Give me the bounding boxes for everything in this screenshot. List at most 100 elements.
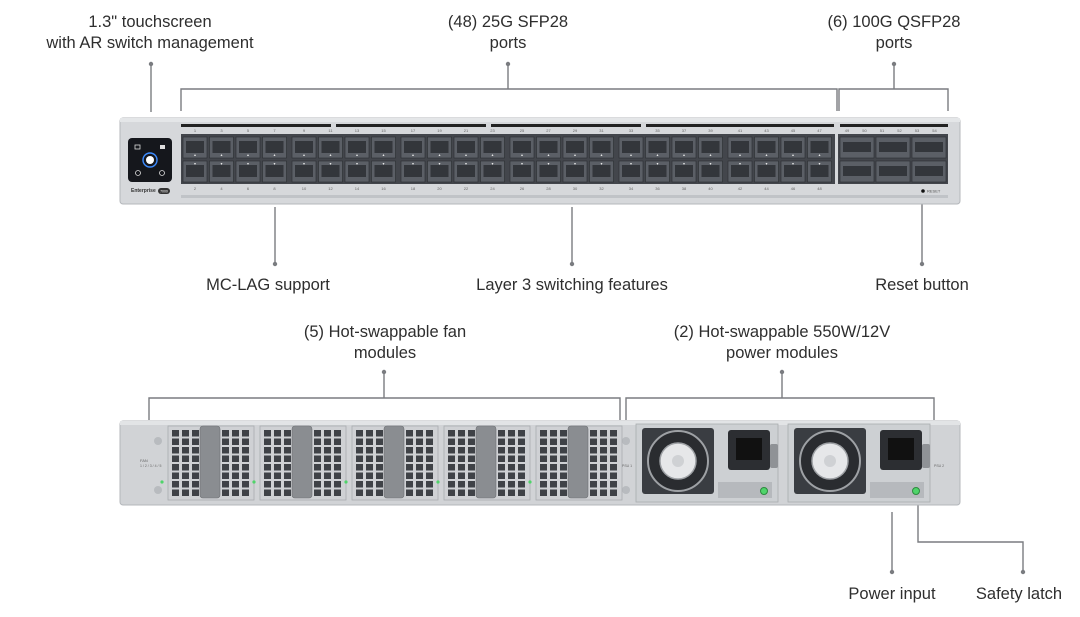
port-number-top: 5 bbox=[247, 128, 250, 133]
safety-latch-callout: Safety latch bbox=[962, 584, 1076, 605]
port-number-bottom: 28 bbox=[546, 186, 551, 191]
sfp28-port[interactable] bbox=[807, 160, 832, 183]
sfp28-port[interactable] bbox=[509, 160, 535, 183]
qsfp28-callout-line1: (6) 100G QSFP28 bbox=[827, 13, 961, 31]
sfp28-port[interactable] bbox=[754, 136, 779, 159]
sfp28-port[interactable] bbox=[645, 160, 670, 183]
brand-label: Enterprise bbox=[131, 188, 156, 194]
sfp28-callout: (48) 25G SFP28 ports bbox=[408, 12, 608, 54]
sfp28-port[interactable] bbox=[698, 136, 723, 159]
sfp28-callout-line1: (48) 25G SFP28 bbox=[447, 13, 569, 31]
sfp28-port[interactable] bbox=[562, 160, 588, 183]
sfp28-port[interactable] bbox=[427, 160, 452, 183]
sfp28-port[interactable] bbox=[780, 136, 806, 159]
sfp28-port[interactable] bbox=[754, 160, 779, 183]
safety-latch[interactable] bbox=[770, 444, 778, 468]
sfp28-port[interactable] bbox=[371, 160, 396, 183]
power-callout-line1: (2) Hot-swappable 550W/12V bbox=[673, 323, 891, 341]
sfp28-port[interactable] bbox=[209, 136, 234, 159]
sfp28-port[interactable] bbox=[453, 160, 479, 183]
sfp28-port[interactable] bbox=[262, 136, 287, 159]
sfp28-port[interactable] bbox=[780, 160, 806, 183]
port-number-bottom: 32 bbox=[599, 186, 604, 191]
qsfp28-port[interactable] bbox=[875, 136, 911, 159]
fan-status-led bbox=[252, 480, 256, 484]
touchscreen[interactable] bbox=[128, 138, 172, 182]
sfp28-port[interactable] bbox=[671, 160, 697, 183]
sfp28-port[interactable] bbox=[807, 136, 832, 159]
sfp28-port[interactable] bbox=[618, 160, 644, 183]
sfp28-port[interactable] bbox=[589, 136, 614, 159]
mclag-callout: MC-LAG support bbox=[168, 275, 368, 296]
sfp28-port[interactable] bbox=[727, 160, 753, 183]
sfp28-port[interactable] bbox=[262, 160, 287, 183]
sfp28-port[interactable] bbox=[645, 136, 670, 159]
sfp28-port[interactable] bbox=[344, 160, 370, 183]
sfp28-port[interactable] bbox=[698, 160, 723, 183]
sfp28-port[interactable] bbox=[536, 160, 561, 183]
port-number-top: 39 bbox=[708, 128, 713, 133]
sfp28-port[interactable] bbox=[182, 160, 208, 183]
port-number-bottom: 6 bbox=[247, 186, 250, 191]
sfp28-port[interactable] bbox=[291, 160, 317, 183]
sfp28-port[interactable] bbox=[536, 136, 561, 159]
fan-module[interactable] bbox=[436, 425, 531, 501]
sfp28-port[interactable] bbox=[235, 136, 261, 159]
power-module[interactable] bbox=[787, 423, 931, 503]
sfp28-port[interactable] bbox=[671, 136, 697, 159]
fan-status-led bbox=[344, 480, 348, 484]
sfp28-port[interactable] bbox=[371, 136, 396, 159]
sfp28-port[interactable] bbox=[480, 160, 505, 183]
sfp28-port[interactable] bbox=[562, 136, 588, 159]
fans-callout-line1: (5) Hot-swappable fan bbox=[303, 323, 467, 341]
power-callout: (2) Hot-swappable 550W/12V power modules bbox=[642, 322, 922, 364]
qsfp28-port[interactable] bbox=[839, 160, 875, 183]
port-number-top: 3 bbox=[220, 128, 223, 133]
sfp28-port[interactable] bbox=[318, 160, 343, 183]
port-number-top: 15 bbox=[381, 128, 386, 133]
sfp28-port[interactable] bbox=[400, 160, 426, 183]
qsfp28-port[interactable] bbox=[911, 160, 947, 183]
fan-module[interactable] bbox=[252, 425, 347, 501]
layer3-callout: Layer 3 switching features bbox=[442, 275, 702, 296]
sfp28-port[interactable] bbox=[235, 160, 261, 183]
sfp28-port[interactable] bbox=[427, 136, 452, 159]
qsfp-port-number: 53 bbox=[915, 128, 920, 133]
power-module[interactable] bbox=[635, 423, 779, 503]
sfp28-port[interactable] bbox=[182, 136, 208, 159]
sfp28-port[interactable] bbox=[318, 136, 343, 159]
sfp28-port[interactable] bbox=[291, 136, 317, 159]
port-number-bottom: 36 bbox=[655, 186, 660, 191]
qsfp28-port[interactable] bbox=[875, 160, 911, 183]
port-number-bottom: 16 bbox=[381, 186, 386, 191]
fan-module[interactable] bbox=[344, 425, 439, 501]
psu2-label: PSU 2 bbox=[934, 464, 944, 468]
qsfp-port-number: 54 bbox=[932, 128, 937, 133]
fans-callout-line2: modules bbox=[353, 344, 417, 362]
fan-module[interactable] bbox=[160, 425, 255, 501]
sfp28-port[interactable] bbox=[209, 160, 234, 183]
sfp28-port[interactable] bbox=[453, 136, 479, 159]
qsfp28-port[interactable] bbox=[911, 136, 947, 159]
qsfp-port-number: 52 bbox=[897, 128, 902, 133]
fan-module[interactable] bbox=[528, 425, 623, 501]
sfp28-port[interactable] bbox=[480, 136, 505, 159]
port-number-bottom: 30 bbox=[573, 186, 578, 191]
port-number-top: 41 bbox=[738, 128, 743, 133]
qsfp28-port[interactable] bbox=[839, 136, 875, 159]
port-number-bottom: 14 bbox=[355, 186, 360, 191]
port-number-bottom: 40 bbox=[708, 186, 713, 191]
sfp28-port[interactable] bbox=[618, 136, 644, 159]
reset-button[interactable] bbox=[921, 189, 925, 193]
port-number-top: 33 bbox=[629, 128, 634, 133]
port-number-bottom: 26 bbox=[520, 186, 525, 191]
model-badge: 7000 bbox=[160, 190, 168, 194]
port-number-top: 19 bbox=[437, 128, 442, 133]
sfp28-port[interactable] bbox=[344, 136, 370, 159]
sfp28-port[interactable] bbox=[509, 136, 535, 159]
safety-latch[interactable] bbox=[922, 444, 930, 468]
sfp28-port[interactable] bbox=[727, 136, 753, 159]
sfp28-port[interactable] bbox=[400, 136, 426, 159]
sfp28-port[interactable] bbox=[589, 160, 614, 183]
port-number-bottom: 4 bbox=[220, 186, 223, 191]
